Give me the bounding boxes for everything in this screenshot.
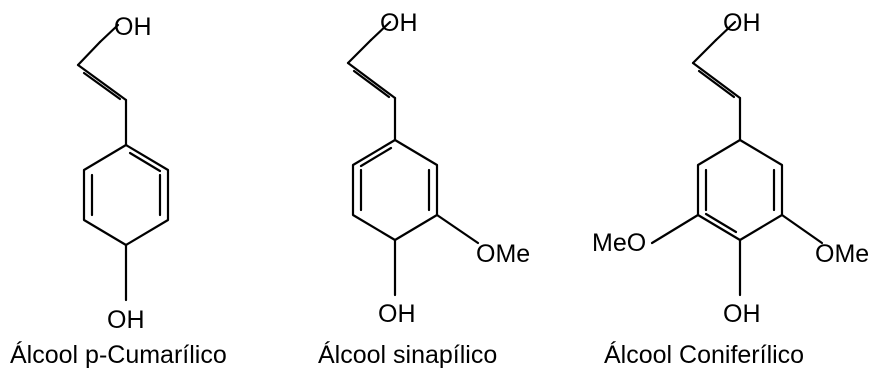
bond-oh-ch2	[714, 20, 737, 42]
ring-double-top	[359, 146, 393, 168]
bond-vinyl-double-inner	[82, 71, 122, 101]
bottom-hydroxyl-label: OH	[378, 300, 416, 328]
bond-vinyl-double-outer	[691, 61, 742, 100]
bond-vinyl-double-inner	[352, 69, 391, 99]
bond-vinyl-double-outer	[76, 63, 128, 102]
molecule-coniferyl-alcohol: OH OH OMe MeO Álcool Coniferílico	[592, 9, 869, 369]
bond-vinyl-double-outer	[346, 61, 397, 100]
bond-oh-ch2	[98, 23, 120, 44]
methoxy-left-label: MeO	[592, 229, 646, 257]
bond-oh-ch2	[369, 20, 392, 42]
bond-ch2-ch	[691, 38, 718, 65]
molecule-name-sinapyl: Álcool sinapílico	[318, 340, 497, 369]
ring-double-top	[128, 151, 162, 173]
benzene-ring	[82, 143, 170, 247]
benzene-ring	[696, 138, 784, 242]
bond-ring-ome	[435, 213, 480, 245]
molecule-p-coumaryl-alcohol: OH OH Álcool p-Cumarílico	[10, 13, 227, 369]
bond-ch2-ch	[76, 40, 102, 67]
top-hydroxyl-label: OH	[723, 9, 761, 37]
methoxy-label: OMe	[476, 240, 530, 268]
molecule-sinapyl-alcohol: OH OH OMe Álcool sinapílico	[318, 9, 530, 369]
molecule-name-p-coumaryl: Álcool p-Cumarílico	[10, 340, 227, 369]
ring-double-bottom	[704, 212, 738, 234]
top-hydroxyl-label: OH	[114, 13, 152, 41]
benzene-ring	[351, 138, 439, 242]
bottom-hydroxyl-label: OH	[107, 306, 145, 334]
bond-ch2-ch	[346, 38, 373, 65]
methoxy-right-label: OMe	[815, 240, 869, 268]
bond-vinyl-double-inner	[697, 69, 736, 99]
bottom-hydroxyl-label: OH	[723, 300, 761, 328]
bond-ring-meo	[650, 213, 700, 245]
molecule-name-coniferyl: Álcool Coniferílico	[604, 340, 804, 369]
top-hydroxyl-label: OH	[380, 9, 418, 37]
bond-ring-ome	[780, 213, 824, 245]
